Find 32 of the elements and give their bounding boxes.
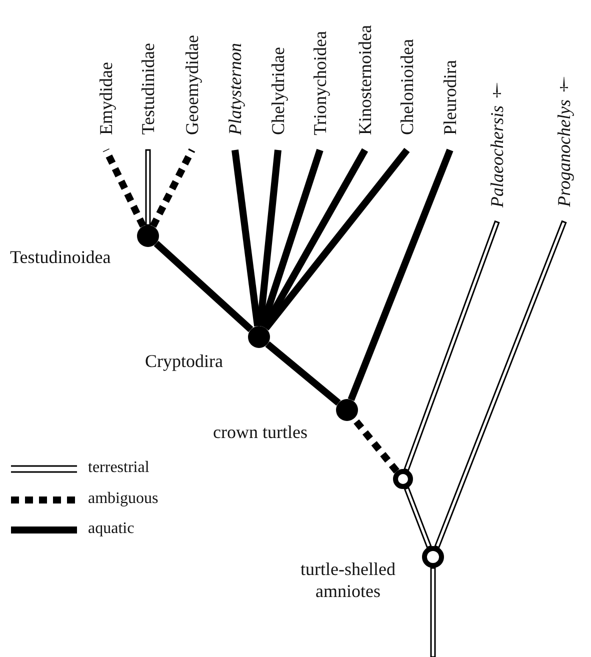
taxon-label: Pleurodira — [439, 60, 461, 150]
double-line-branch — [430, 567, 436, 657]
legend-label: aquatic — [88, 519, 134, 539]
solid-branch — [263, 148, 410, 331]
taxon-label: Proganochelys † — [553, 75, 575, 222]
open-node-circle — [393, 469, 413, 489]
solid-branch — [232, 150, 262, 327]
taxon-label: Testudinidae — [137, 43, 159, 150]
solid-branch — [154, 240, 254, 332]
taxon-label: Chelydridae — [267, 47, 289, 150]
taxon-label: Platysternon — [224, 43, 246, 150]
taxon-label: Kinosternoidea — [354, 25, 376, 150]
clade-label: Testudinoidea — [10, 246, 111, 268]
solid-branch — [348, 148, 454, 402]
taxon-label: Geoemydidae — [181, 35, 203, 150]
taxon-label: Palaeochersis † — [486, 81, 508, 222]
double-line-branch — [404, 220, 500, 472]
double-line-branch — [404, 486, 432, 548]
dashed-branch — [150, 148, 196, 228]
clade-label: Cryptodira — [145, 350, 223, 372]
double-line-branch — [434, 220, 567, 548]
taxon-label: Chelonioidea — [396, 39, 418, 150]
dashed-branch — [102, 148, 146, 228]
clade-label: crown turtles — [213, 421, 308, 443]
solid-branch — [256, 150, 282, 326]
double-line-branch — [145, 149, 151, 226]
legend-label: ambiguous — [88, 489, 158, 509]
solid-branch — [265, 341, 341, 406]
legend-label: terrestrial — [88, 458, 150, 478]
taxon-label: Trionychoidea — [309, 31, 331, 150]
taxon-label: Emydidae — [95, 62, 117, 150]
clade-label: turtle-shelled amniotes — [300, 558, 396, 602]
